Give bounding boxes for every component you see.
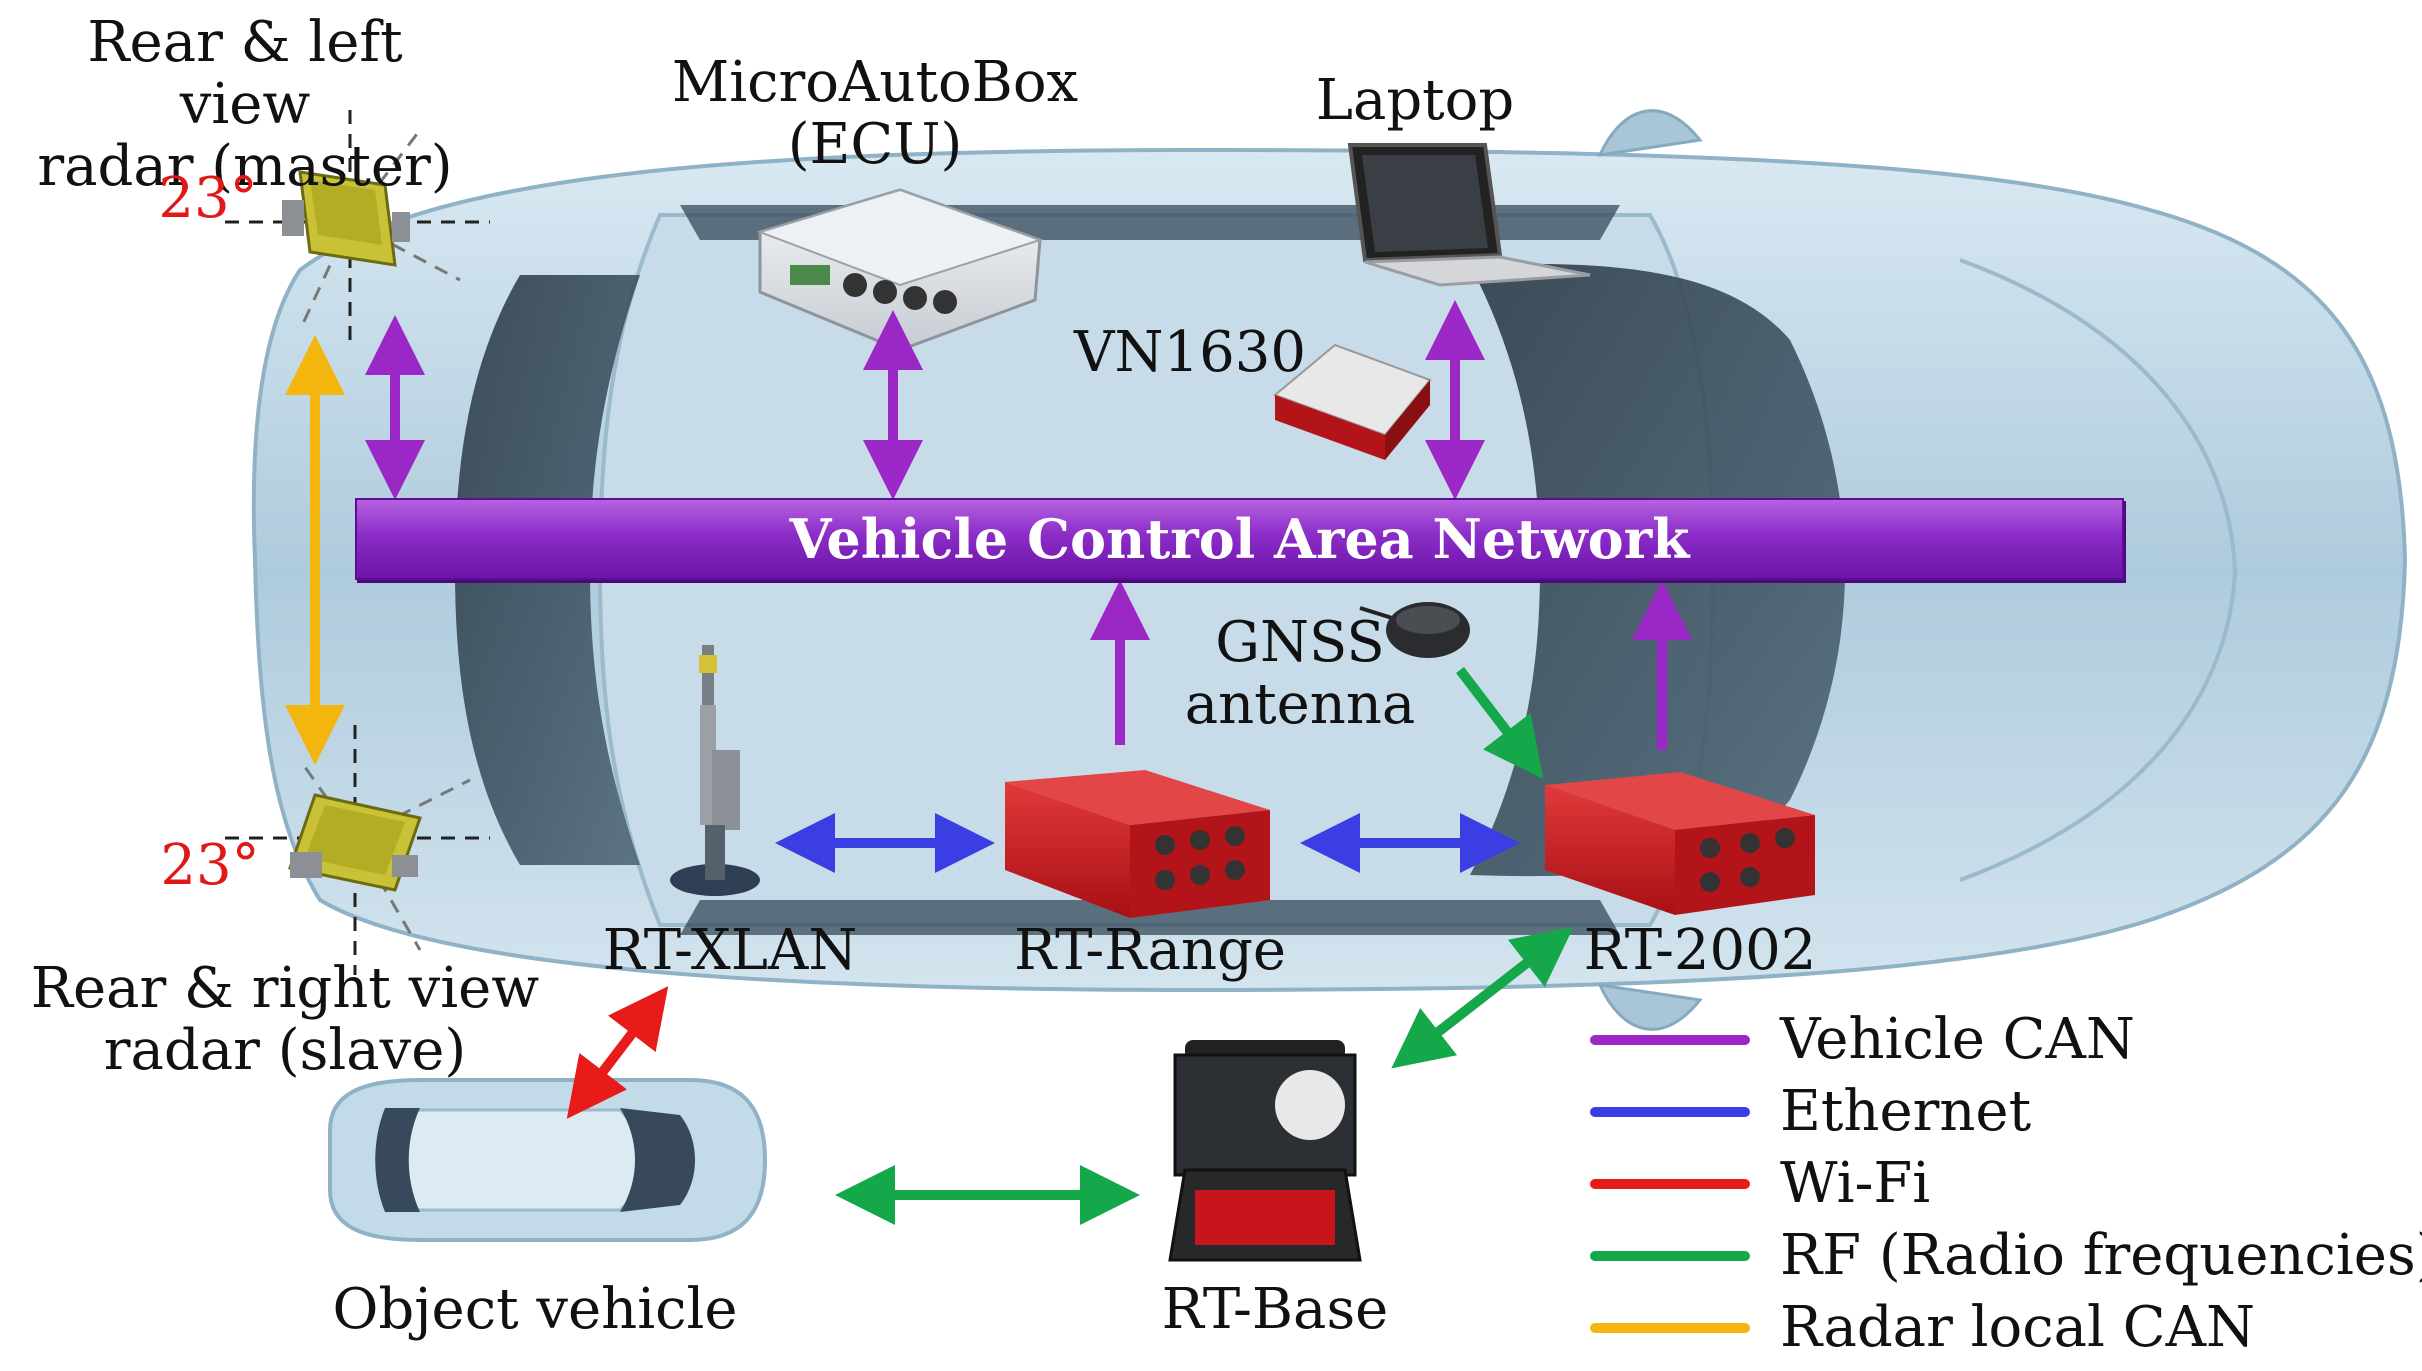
rt-xlan-label: RT-XLAN (602, 918, 858, 983)
wifi-link-object-xlan (566, 986, 669, 1119)
gnss-label: GNSS antenna (1184, 610, 1416, 737)
legend-swatch (1590, 1251, 1750, 1261)
rt-2002-device (1545, 772, 1815, 915)
vehicle-can-links (365, 300, 1692, 750)
legend-item-ethernet: Ethernet (1590, 1077, 2420, 1147)
legend-item-wifi: Wi-Fi (1590, 1149, 2420, 1219)
rt-range-label: RT-Range (1013, 918, 1287, 983)
radar-fov-lines (298, 129, 471, 951)
vn1630-label: VN1630 (1074, 320, 1306, 385)
slave-angle-label: 23° (160, 833, 260, 898)
master-angle-label: 23° (158, 166, 258, 231)
legend-swatch (1590, 1179, 1750, 1189)
rt-range-device (1005, 770, 1270, 918)
legend-item-radar-can: Radar local CAN (1590, 1293, 2420, 1363)
rt-base-label: RT-Base (1161, 1277, 1389, 1342)
gnss-antenna-device (1359, 602, 1470, 658)
laptop-label: Laptop (1315, 68, 1515, 133)
rf-link-gnss (1456, 666, 1544, 779)
ecu-label: MicroAutoBox (ECU) (671, 50, 1079, 177)
rt-2002-label: RT-2002 (1583, 918, 1817, 983)
legend-label: Vehicle CAN (1780, 1007, 2135, 1072)
object-vehicle-car (328, 1078, 768, 1242)
rf-link-base-2002 (1391, 926, 1574, 1069)
rf-links (835, 666, 1574, 1225)
legend-swatch (1590, 1107, 1750, 1117)
legend-label: Ethernet (1780, 1079, 2032, 1144)
slave-radar-device (288, 793, 422, 892)
slave-radar-label: Rear & right view radar (slave) (30, 956, 540, 1083)
legend-item-rf: RF (Radio frequencies) (1590, 1221, 2422, 1291)
legend-label: Wi-Fi (1780, 1151, 1931, 1216)
legend-swatch (1590, 1323, 1750, 1333)
can-bus-label: Vehicle Control Area Network (789, 507, 1690, 571)
vehicle-can-bus: Vehicle Control Area Network (355, 498, 2124, 580)
master-radar-label: Rear & left view radar (master) (37, 10, 453, 199)
legend-swatch (1590, 1035, 1750, 1045)
legend-label: Radar local CAN (1780, 1295, 2256, 1360)
legend-item-vehicle-can: Vehicle CAN (1590, 1005, 2420, 1075)
object-vehicle-label: Object vehicle (332, 1277, 738, 1342)
rt-base-device (1168, 1040, 1362, 1262)
microautobox-device (756, 188, 1044, 352)
legend-label: RF (Radio frequencies) (1780, 1223, 2422, 1288)
laptop-device (1347, 143, 1591, 287)
rt-xlan-device (670, 645, 760, 896)
master-radar-device (282, 170, 410, 267)
